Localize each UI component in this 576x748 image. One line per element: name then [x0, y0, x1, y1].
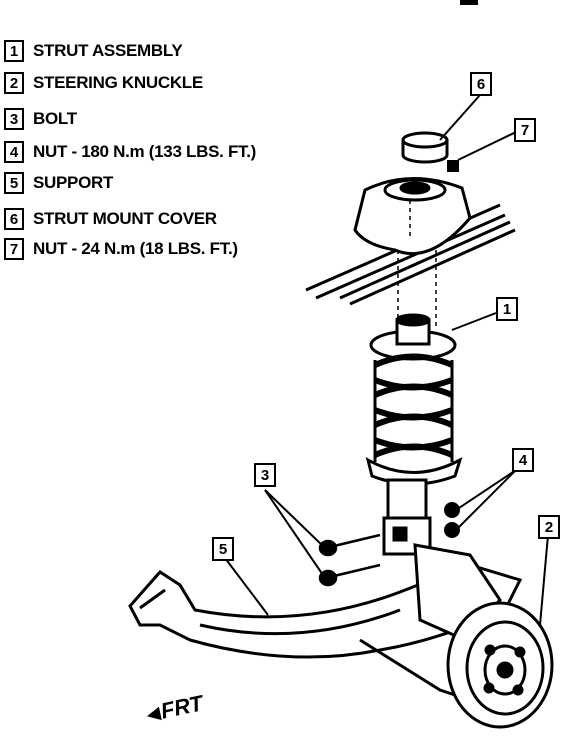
spring-sides: [373, 360, 454, 462]
callout-6: 6: [470, 72, 492, 96]
callout-7: 7: [514, 118, 536, 142]
callout-2: 2: [538, 515, 560, 539]
nuts: [444, 502, 460, 538]
mount-nut: [447, 160, 459, 172]
callout-1: 1: [496, 297, 518, 321]
strut-mount-cover: [401, 131, 449, 164]
top-mark: [460, 0, 478, 5]
legend-text-5: SUPPORT: [33, 173, 114, 192]
strut-mount: [353, 176, 472, 256]
callout-5: 5: [212, 537, 234, 561]
legend-num-2: 2: [4, 72, 24, 94]
legend-item-3: 3 BOLT: [4, 106, 77, 132]
legend-num-7: 7: [4, 238, 24, 260]
legend-num-1: 1: [4, 40, 24, 62]
legend-item-2: 2 STEERING KNUCKLE: [4, 70, 203, 96]
legend-text-3: BOLT: [33, 109, 77, 128]
leader-lines: [224, 94, 549, 626]
legend-item-7: 7 NUT - 24 N.m (18 LBS. FT.): [4, 236, 238, 262]
legend-num-5: 5: [4, 172, 24, 194]
legend-text-7: NUT - 24 N.m (18 LBS. FT.): [33, 239, 238, 258]
legend-text-6: STRUT MOUNT COVER: [33, 209, 217, 228]
legend-item-4: 4 NUT - 180 N.m (133 LBS. FT.): [4, 139, 256, 165]
legend-num-6: 6: [4, 208, 24, 230]
legend-text-2: STEERING KNUCKLE: [33, 73, 203, 92]
legend-item-6: 6 STRUT MOUNT COVER: [4, 206, 217, 232]
coil-spring: [373, 353, 454, 458]
hub-rotor: [446, 601, 554, 729]
legend-item-1: 1 STRUT ASSEMBLY: [4, 38, 183, 64]
legend-text-4: NUT - 180 N.m (133 LBS. FT.): [33, 142, 257, 161]
strut-body: [382, 478, 432, 556]
bolts: [318, 533, 381, 587]
callout-4: 4: [512, 448, 534, 472]
legend-num-4: 4: [4, 141, 24, 163]
legend-num-3: 3: [4, 108, 24, 130]
callout-3: 3: [254, 463, 276, 487]
spring-upper-seat: [369, 313, 457, 361]
legend-text-1: STRUT ASSEMBLY: [33, 41, 183, 60]
legend-item-5: 5 SUPPORT: [4, 170, 113, 196]
